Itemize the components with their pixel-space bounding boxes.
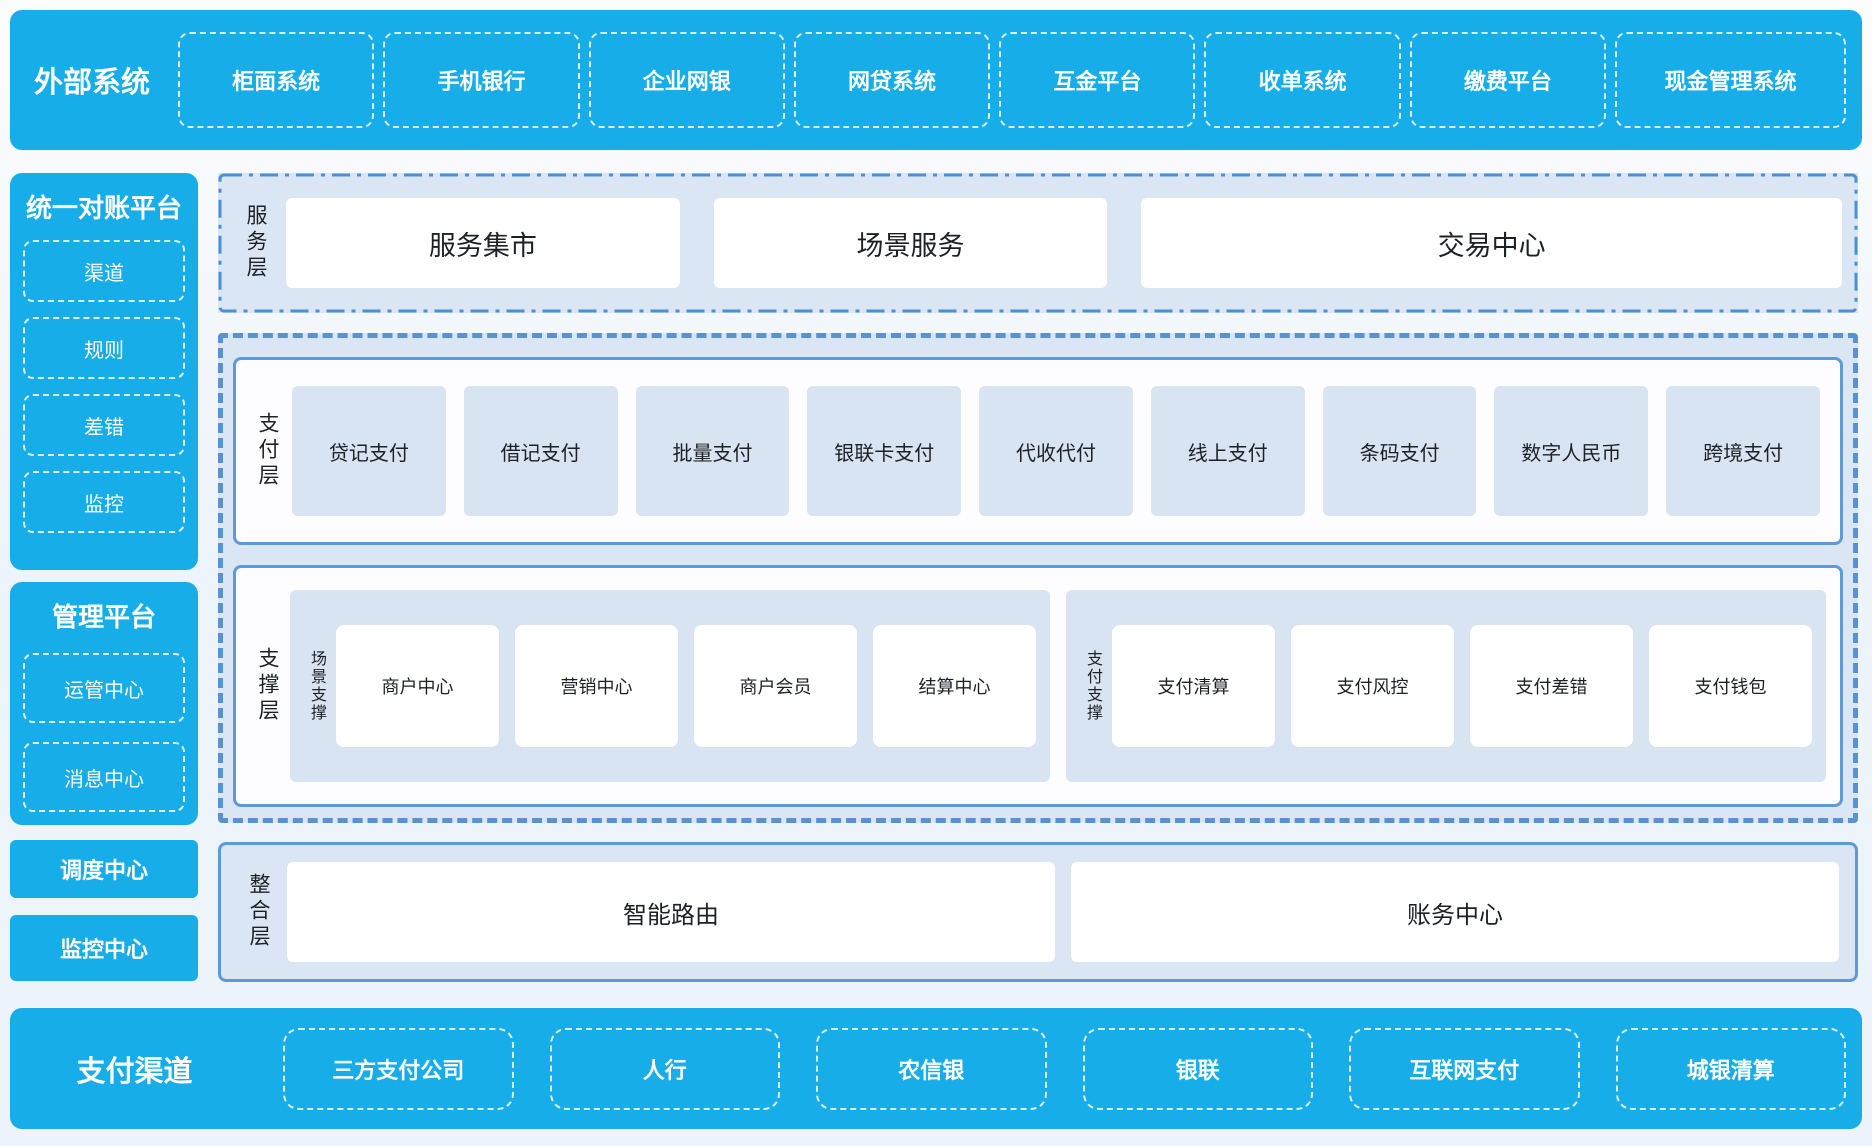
payment-support-items: 支付清算 支付风控 支付差错 支付钱包 xyxy=(1112,625,1812,747)
support-item: 营销中心 xyxy=(515,625,678,747)
payment-layer-items: 贷记支付 借记支付 批量支付 银联卡支付 代收代付 线上支付 条码支付 数字人民… xyxy=(292,386,1821,516)
reconciliation-platform-title: 统一对账平台 xyxy=(25,193,182,223)
management-item: 运管中心 xyxy=(23,653,185,723)
external-systems-bar: 外部系统 柜面系统 手机银行 企业网银 网贷系统 互金平台 收单系统 缴费平台 … xyxy=(10,10,1862,150)
support-layer-groups: 场景支撑 商户中心 营销中心 商户会员 结算中心 支付支撑 支付清算 支付风控 … xyxy=(290,590,1826,782)
payment-channel-item: 银联 xyxy=(1082,1027,1313,1110)
management-item: 消息中心 xyxy=(23,742,185,812)
reconciliation-item: 规则 xyxy=(23,317,185,379)
payment-channel-item: 城银清算 xyxy=(1615,1027,1846,1110)
payment-channel-item: 人行 xyxy=(549,1027,780,1110)
payment-channels-label: 支付渠道 xyxy=(76,1055,193,1088)
payment-item: 银联卡支付 xyxy=(807,386,962,516)
payment-item: 代收代付 xyxy=(979,386,1133,516)
support-item: 支付差错 xyxy=(1470,625,1633,747)
external-system-item: 网贷系统 xyxy=(793,32,991,128)
management-platform-panel: 管理平台 运管中心 消息中心 xyxy=(10,582,198,825)
payment-layer-label: 支付层 xyxy=(256,412,279,490)
support-item: 结算中心 xyxy=(873,625,1036,747)
integration-layer: 整合层 智能路由 账务中心 xyxy=(218,842,1858,982)
payment-layer: 支付层 贷记支付 借记支付 批量支付 银联卡支付 代收代付 线上支付 条码支付 … xyxy=(233,357,1843,545)
integration-layer-items: 智能路由 账务中心 xyxy=(287,862,1839,962)
external-systems-items: 柜面系统 手机银行 企业网银 网贷系统 互金平台 收单系统 缴费平台 现金管理系… xyxy=(178,32,1846,128)
support-layer-label: 支撑层 xyxy=(256,647,279,725)
reconciliation-item: 差错 xyxy=(23,394,185,456)
payment-support-label: 支付支撑 xyxy=(1084,650,1101,722)
payment-item: 线上支付 xyxy=(1150,386,1305,516)
payment-item: 跨境支付 xyxy=(1666,386,1821,516)
support-item: 支付钱包 xyxy=(1649,625,1812,747)
integration-item: 智能路由 xyxy=(287,862,1055,962)
management-platform-title: 管理平台 xyxy=(51,602,156,632)
external-systems-label: 外部系统 xyxy=(33,67,150,99)
support-layer: 支撑层 场景支撑 商户中心 营销中心 商户会员 结算中心 支付支撑 支付清算 支… xyxy=(233,565,1843,807)
payment-channel-item: 互联网支付 xyxy=(1349,1027,1580,1110)
external-system-item: 柜面系统 xyxy=(178,32,375,128)
payment-item: 贷记支付 xyxy=(292,386,446,516)
payment-item: 数字人民币 xyxy=(1494,386,1649,516)
payment-channels-bar: 支付渠道 三方支付公司 人行 农信银 银联 互联网支付 城银清算 xyxy=(10,1008,1862,1129)
scene-support-label: 场景支撑 xyxy=(308,650,325,722)
support-item: 商户会员 xyxy=(694,625,857,747)
payment-item: 批量支付 xyxy=(635,386,790,516)
service-item: 交易中心 xyxy=(1141,198,1843,288)
payment-channel-item: 农信银 xyxy=(816,1027,1047,1110)
external-system-item: 手机银行 xyxy=(383,32,580,128)
reconciliation-item: 渠道 xyxy=(23,240,185,302)
monitor-center-box: 监控中心 xyxy=(10,915,198,981)
external-system-item: 缴费平台 xyxy=(1409,32,1607,128)
payment-channel-item: 三方支付公司 xyxy=(283,1027,514,1110)
external-system-item: 现金管理系统 xyxy=(1615,32,1846,128)
support-item: 商户中心 xyxy=(336,625,499,747)
support-item: 支付风控 xyxy=(1291,625,1454,747)
reconciliation-platform-panel: 统一对账平台 渠道 规则 差错 监控 xyxy=(10,173,198,570)
payment-item: 条码支付 xyxy=(1322,386,1477,516)
integration-layer-label: 整合层 xyxy=(247,873,270,951)
service-layer-label: 服务层 xyxy=(244,204,267,282)
external-system-item: 收单系统 xyxy=(1204,32,1401,128)
dispatch-center-box: 调度中心 xyxy=(10,840,198,898)
service-item: 场景服务 xyxy=(713,198,1108,288)
payment-item: 借记支付 xyxy=(463,386,618,516)
payment-channels-items: 三方支付公司 人行 农信银 银联 互联网支付 城银清算 xyxy=(283,1027,1846,1110)
scene-support-group: 场景支撑 商户中心 营销中心 商户会员 结算中心 xyxy=(290,590,1050,782)
support-item: 支付清算 xyxy=(1112,625,1275,747)
service-item: 服务集市 xyxy=(286,198,680,288)
payment-support-container: 支付层 贷记支付 借记支付 批量支付 银联卡支付 代收代付 线上支付 条码支付 … xyxy=(218,333,1858,823)
reconciliation-item: 监控 xyxy=(23,471,185,533)
external-system-item: 互金平台 xyxy=(999,32,1196,128)
service-layer: 服务层 服务集市 场景服务 交易中心 xyxy=(218,173,1858,313)
payment-support-group: 支付支撑 支付清算 支付风控 支付差错 支付钱包 xyxy=(1066,590,1826,782)
service-layer-items: 服务集市 场景服务 交易中心 xyxy=(286,198,1843,288)
external-system-item: 企业网银 xyxy=(588,32,785,128)
integration-item: 账务中心 xyxy=(1071,862,1839,962)
scene-support-items: 商户中心 营销中心 商户会员 结算中心 xyxy=(336,625,1036,747)
